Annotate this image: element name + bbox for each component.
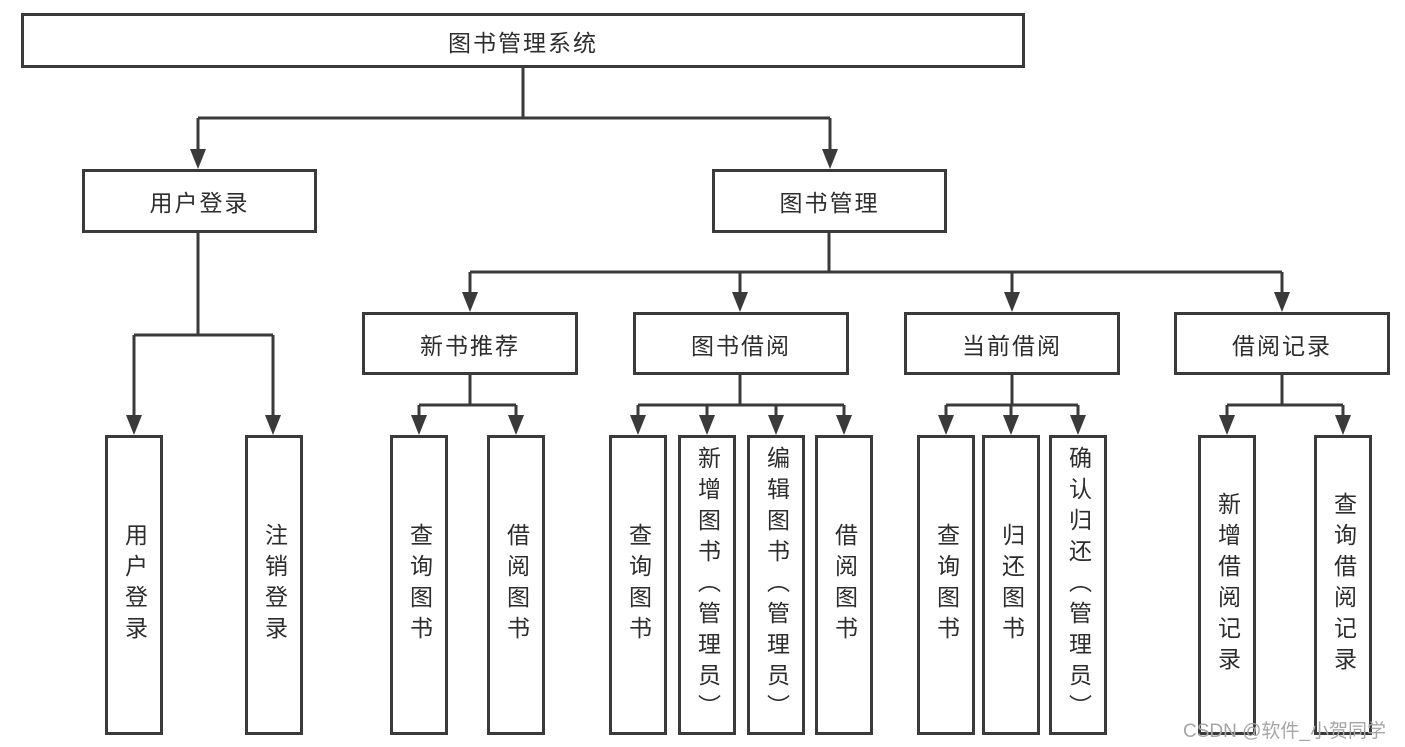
leaf-label: 借阅图书	[831, 523, 858, 647]
leaf-borrowing-query-books: 查询图书	[609, 435, 667, 735]
leaf-borrowing-add-books-admin: 新增图书（管理员）	[678, 435, 736, 735]
leaf-current-confirm-return-admin: 确认归还（管理员）	[1049, 435, 1107, 735]
node-current-borrowing: 当前借阅	[904, 312, 1120, 375]
arrowheads	[126, 149, 1351, 435]
leaf-borrowing-edit-books-admin: 编辑图书（管理员）	[747, 435, 805, 735]
leaf-records-query-borrow-record: 查询借阅记录	[1314, 435, 1372, 735]
leaf-label: 用户登录	[121, 523, 148, 647]
leaf-label: 新增图书（管理员）	[694, 445, 721, 725]
node-label: 当前借阅	[962, 332, 1062, 359]
leaf-label: 归还图书	[998, 523, 1025, 647]
leaf-current-query-books: 查询图书	[917, 435, 975, 735]
leaf-label: 查询图书	[406, 523, 433, 647]
node-borrowing-records: 借阅记录	[1174, 312, 1390, 375]
node-book-borrowing: 图书借阅	[633, 312, 849, 375]
leaf-label: 借阅图书	[503, 523, 530, 647]
node-book-management: 图书管理	[712, 169, 947, 233]
leaf-label: 查询借阅记录	[1330, 492, 1357, 678]
leaf-recommend-borrow-books: 借阅图书	[487, 435, 545, 735]
leaf-recommend-query-books: 查询图书	[390, 435, 448, 735]
leaf-label: 查询图书	[933, 523, 960, 647]
node-label: 图书管理	[779, 190, 880, 216]
node-label: 借阅记录	[1232, 332, 1332, 359]
leaf-records-add-borrow-record: 新增借阅记录	[1198, 435, 1256, 735]
csdn-watermark: CSDN @软件_小贺同学	[1183, 721, 1386, 742]
node-label: 图书借阅	[691, 332, 791, 359]
connector-path	[132, 68, 1345, 418]
node-label: 图书管理系统	[448, 29, 598, 56]
node-library-management-system: 图书管理系统	[21, 13, 1025, 68]
node-new-book-recommendation: 新书推荐	[362, 312, 578, 375]
leaf-label: 查询图书	[625, 523, 652, 647]
node-label: 新书推荐	[420, 332, 520, 359]
leaf-borrowing-borrow-books: 借阅图书	[815, 435, 873, 735]
leaf-label: 新增借阅记录	[1214, 492, 1241, 678]
node-user-login: 用户登录	[82, 169, 317, 233]
leaf-user-login: 用户登录	[105, 435, 163, 735]
leaf-logout: 注销登录	[245, 435, 303, 735]
leaf-label: 注销登录	[261, 523, 288, 647]
node-label: 用户登录	[149, 190, 250, 216]
leaf-label: 确认归还（管理员）	[1065, 445, 1092, 725]
leaf-current-return-books: 归还图书	[982, 435, 1040, 735]
leaf-label: 编辑图书（管理员）	[763, 445, 790, 725]
